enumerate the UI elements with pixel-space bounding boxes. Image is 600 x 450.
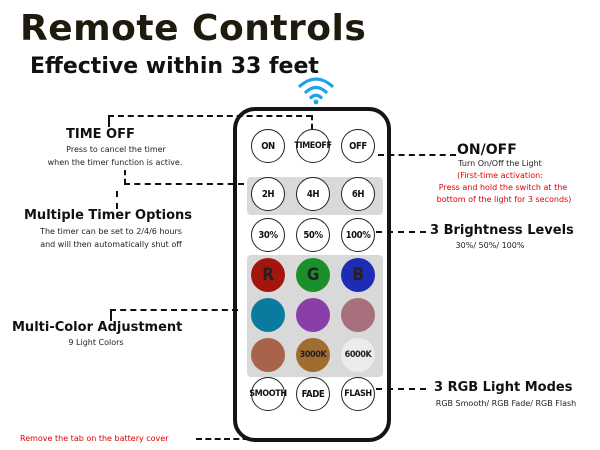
- color-blue-button[interactable]: B: [341, 258, 375, 292]
- brightness-100-button[interactable]: 100%: [341, 218, 375, 252]
- flash-mode-button[interactable]: FLASH: [341, 377, 375, 411]
- color-red-button[interactable]: R: [251, 258, 285, 292]
- timer-options-heading: Multiple Timer Options: [24, 208, 192, 223]
- rgb-modes-line1: RGB Smooth/ RGB Fade/ RGB Flash: [435, 399, 577, 408]
- multi-color-heading: Multi-Color Adjustment: [12, 320, 183, 335]
- on-button[interactable]: ON: [251, 129, 285, 163]
- page-title: Remote Controls: [20, 8, 367, 49]
- color-teal-button[interactable]: [251, 298, 285, 332]
- time-off-line1: Press to cancel the timer: [66, 145, 166, 154]
- battery-note: Remove the tab on the battery cover: [20, 434, 169, 443]
- time-off-line2: when the timer function is active.: [47, 158, 183, 167]
- color-green-button[interactable]: G: [296, 258, 330, 292]
- color-purple-button[interactable]: [296, 298, 330, 332]
- on-off-red1: (First-time activation:: [457, 171, 543, 180]
- brightness-30-button[interactable]: 30%: [251, 218, 285, 252]
- on-off-heading: ON/OFF: [457, 142, 517, 158]
- brightness-heading: 3 Brightness Levels: [430, 223, 574, 238]
- timer-options-line1: The timer can be set to 2/4/6 hours: [40, 227, 182, 236]
- brightness-line1: 30%/ 50%/ 100%: [455, 241, 525, 250]
- timer-2h-button[interactable]: 2H: [251, 177, 285, 211]
- page-subtitle: Effective within 33 feet: [30, 54, 319, 79]
- timer-6h-button[interactable]: 6H: [341, 177, 375, 211]
- rgb-modes-heading: 3 RGB Light Modes: [434, 380, 573, 395]
- color-mauve-button[interactable]: [341, 298, 375, 332]
- color-brown-button[interactable]: [251, 338, 285, 372]
- on-off-line1: Turn On/Off the Light: [458, 159, 542, 168]
- timeoff-button[interactable]: TIMEOFF: [294, 129, 332, 163]
- on-off-red3: bottom of the light for 3 seconds): [436, 195, 572, 204]
- fade-mode-button[interactable]: FADE: [296, 377, 330, 411]
- off-button[interactable]: OFF: [341, 129, 375, 163]
- brightness-50-button[interactable]: 50%: [296, 218, 330, 252]
- wifi-signal-icon: [298, 77, 334, 105]
- warm-3000k-button[interactable]: 3000K: [296, 338, 330, 372]
- time-off-heading: TIME OFF: [66, 127, 135, 142]
- on-off-red2: Press and hold the switch at the: [438, 183, 568, 192]
- timer-4h-button[interactable]: 4H: [296, 177, 330, 211]
- cool-6000k-button[interactable]: 6000K: [341, 338, 375, 372]
- multi-color-line1: 9 Light Colors: [68, 338, 124, 347]
- timer-options-line2: and will then automatically shut off: [40, 240, 182, 249]
- smooth-mode-button[interactable]: SMOOTH: [249, 377, 287, 411]
